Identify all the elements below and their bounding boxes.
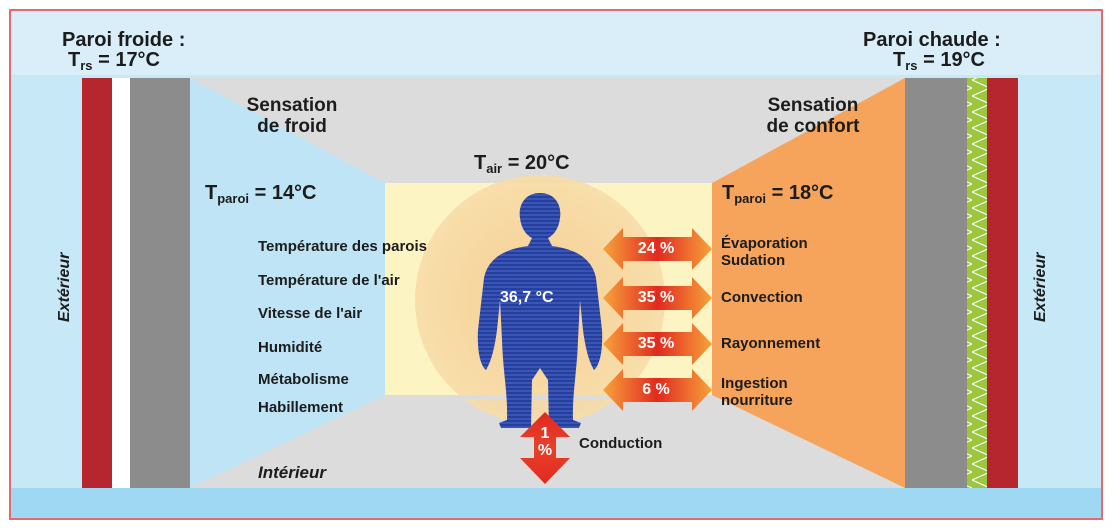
left-wall-gap <box>112 78 130 488</box>
exchange-percent-convection: 35 % <box>637 289 675 306</box>
exchange-arrow-food <box>603 369 712 411</box>
warm-wall-trs: Trs = 19°C <box>893 49 986 73</box>
exchange-label-radiation: Rayonnement <box>721 335 821 352</box>
conduction-arrow <box>520 412 570 484</box>
factor-clothing: Habillement <box>258 399 344 416</box>
factor-wall-temperature: Température des parois <box>258 238 427 255</box>
left-wall-inner <box>130 78 190 488</box>
factor-air-temperature: Température de l'air <box>258 272 400 289</box>
warm-wall-surface-temperature: Tparoi = 18°C <box>722 182 834 206</box>
left-wall-outer <box>82 78 112 488</box>
factor-humidity: Humidité <box>258 339 323 356</box>
cold-wall-surface-temperature: Tparoi = 14°C <box>205 182 317 206</box>
bottom-band <box>11 488 1101 518</box>
person-figure <box>477 193 603 428</box>
body-temperature: 36,7 °C <box>500 289 554 306</box>
exchange-percent-evaporation: 24 % <box>637 240 675 257</box>
exchange-arrows <box>603 228 712 411</box>
cold-zone <box>190 78 385 488</box>
exterior-label-right: Extérieur <box>1032 252 1049 322</box>
interior-label: Intérieur <box>258 463 327 482</box>
warm-zone <box>712 78 905 488</box>
right-wall-outer <box>987 78 1018 488</box>
exchange-percent-radiation: 35 % <box>637 335 675 352</box>
top-band <box>11 11 1101 75</box>
exchange-arrow-convection <box>603 277 712 319</box>
exterior-label-left: Extérieur <box>56 252 73 322</box>
factor-air-speed: Vitesse de l'air <box>258 305 363 322</box>
air-temperature: Tair = 20°C <box>474 152 570 176</box>
exchange-percent-food: 6 % <box>642 381 670 398</box>
warm-wall-title: Paroi chaude : <box>863 29 1001 51</box>
exchange-arrow-evaporation <box>603 228 712 270</box>
conduction-percent: 1% <box>537 425 553 459</box>
conduction-label: Conduction <box>579 435 663 452</box>
cold-wall-title: Paroi froide : <box>62 29 186 51</box>
factor-metabolism: Métabolisme <box>258 371 349 388</box>
exchange-arrow-radiation <box>603 323 712 365</box>
right-wall-inner <box>905 78 967 488</box>
exchange-label-convection: Convection <box>721 289 803 306</box>
cold-wall-trs: Trs = 17°C <box>68 49 161 73</box>
right-wall-insulation <box>967 78 987 488</box>
